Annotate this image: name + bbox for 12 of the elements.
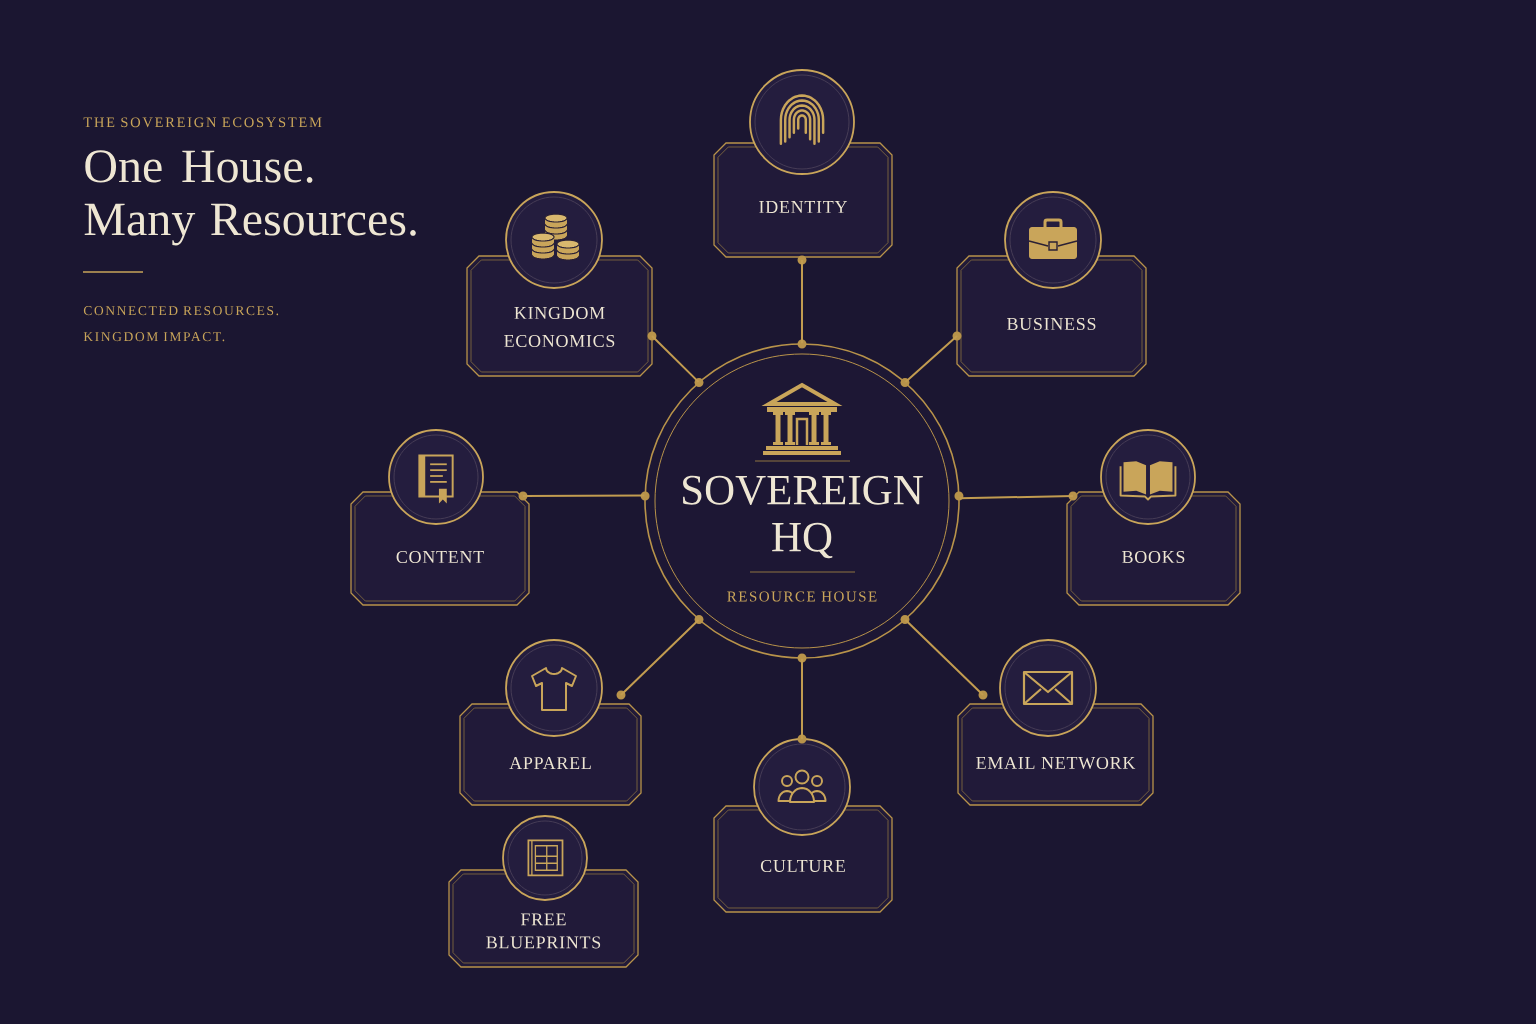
- connector-line: [801, 259, 803, 345]
- connector-line: [522, 494, 646, 497]
- connector-line: [904, 619, 984, 696]
- connector-line: [904, 335, 958, 383]
- connector-line: [958, 495, 1074, 500]
- connector-line: [620, 619, 700, 696]
- kicker-text: THE SOVEREIGN ECOSYSTEM: [83, 117, 322, 128]
- connector-line: [801, 657, 803, 740]
- title: One House. Many Resources.: [84, 150, 416, 246]
- connector-line: [651, 335, 700, 383]
- tagline: CONNECTED RESOURCES.: [83, 306, 279, 316]
- tagline: KINGDOM IMPACT.: [83, 332, 225, 342]
